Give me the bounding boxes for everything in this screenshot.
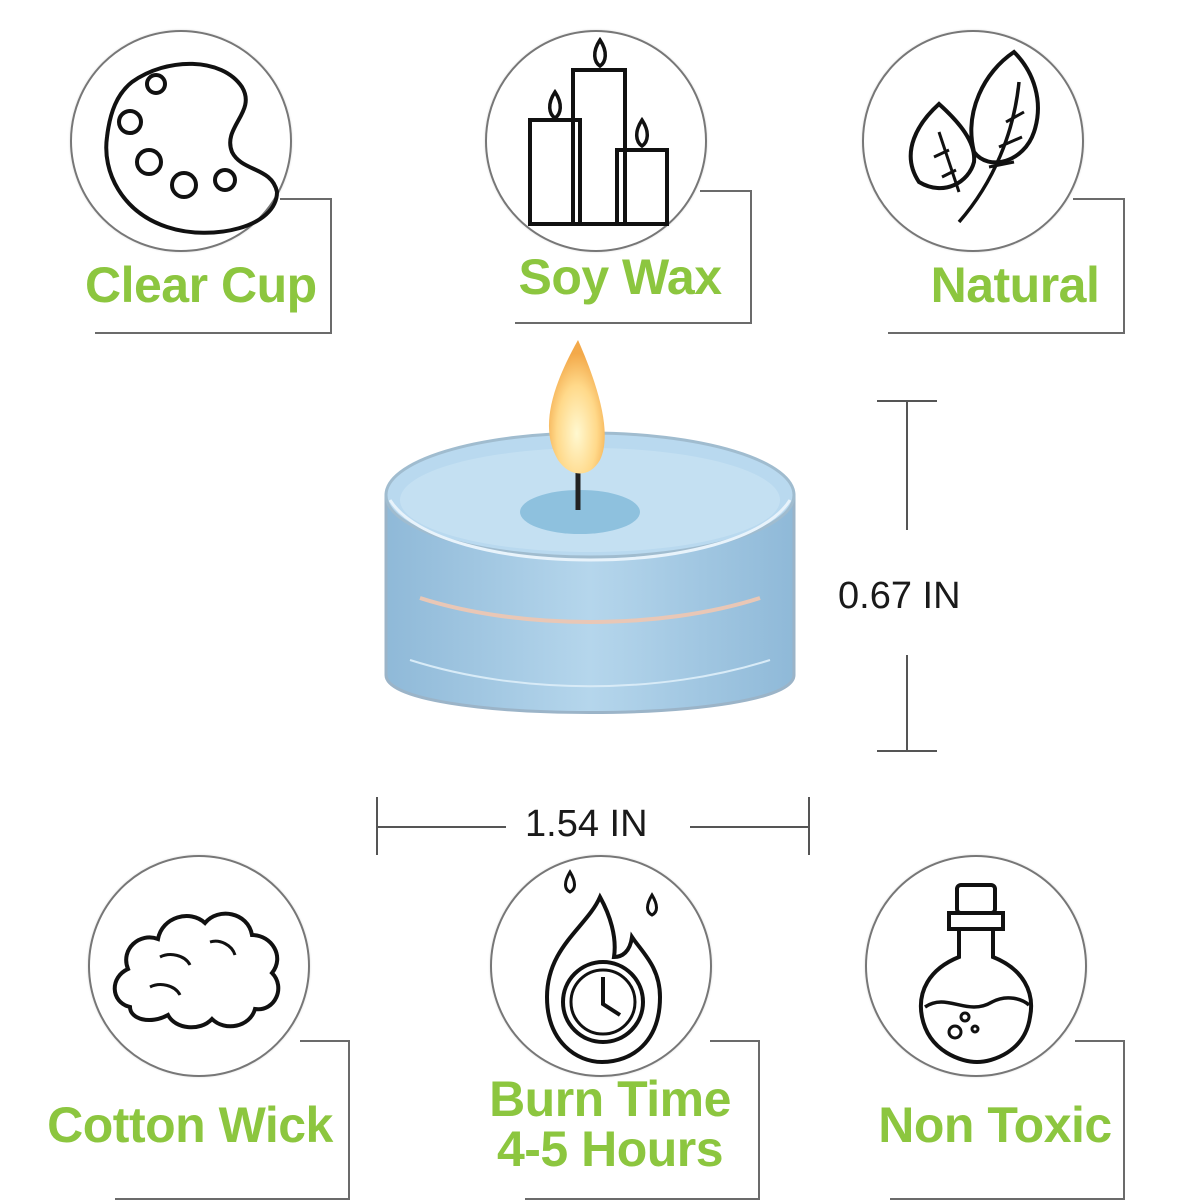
height-dimension-label: 0.67 IN: [838, 575, 961, 617]
natural-bracket: [888, 198, 1125, 334]
natural-bracket-top: [1073, 198, 1123, 200]
natural-label: Natural: [930, 257, 1100, 313]
potion-bottle-icon: [919, 883, 1033, 1065]
burn-time-label-line1: Burn Time: [489, 1071, 731, 1127]
burn-time-bracket: [525, 1040, 760, 1200]
potion-bottle-icon-circle: [865, 855, 1087, 1077]
clear-cup-label: Clear Cup: [85, 257, 317, 313]
candles-icon: [528, 36, 669, 226]
width-line-right: [808, 797, 810, 855]
flame-clock-icon: [544, 869, 663, 1065]
cotton-wick-label: Cotton Wick: [47, 1097, 333, 1153]
height-line-lower: [906, 655, 908, 750]
soy-wax-bracket: [515, 190, 752, 324]
cotton-icon: [112, 911, 281, 1030]
width-line-right-seg: [690, 826, 808, 828]
width-dimension-label: 1.54 IN: [525, 803, 648, 845]
soy-wax-label: Soy Wax: [518, 249, 722, 305]
clear-cup-bracket-top: [280, 198, 330, 200]
burn-time-label-line2: 4-5 Hours: [496, 1121, 724, 1177]
non-toxic-label: Non Toxic: [878, 1097, 1112, 1153]
palette-icon-circle: [70, 30, 292, 252]
soy-wax-bracket-top: [700, 190, 750, 192]
flame-clock-icon-circle: [490, 855, 712, 1077]
leaves-icon-circle: [862, 30, 1084, 252]
palette-icon: [104, 61, 280, 235]
cotton-icon-circle: [88, 855, 310, 1077]
height-line-bottom: [877, 750, 937, 752]
width-line-left-seg: [376, 826, 506, 828]
cotton-wick-bracket-top: [300, 1040, 348, 1042]
height-line-upper: [906, 400, 908, 530]
non-toxic-bracket-top: [1075, 1040, 1123, 1042]
burn-time-bracket-top: [710, 1040, 758, 1042]
candles-icon-circle: [485, 30, 707, 252]
non-toxic-bracket: [890, 1040, 1125, 1200]
leaves-icon: [908, 49, 1040, 224]
clear-cup-bracket: [95, 198, 332, 334]
cotton-wick-bracket: [115, 1040, 350, 1200]
tealight-candle-image: [384, 340, 796, 714]
